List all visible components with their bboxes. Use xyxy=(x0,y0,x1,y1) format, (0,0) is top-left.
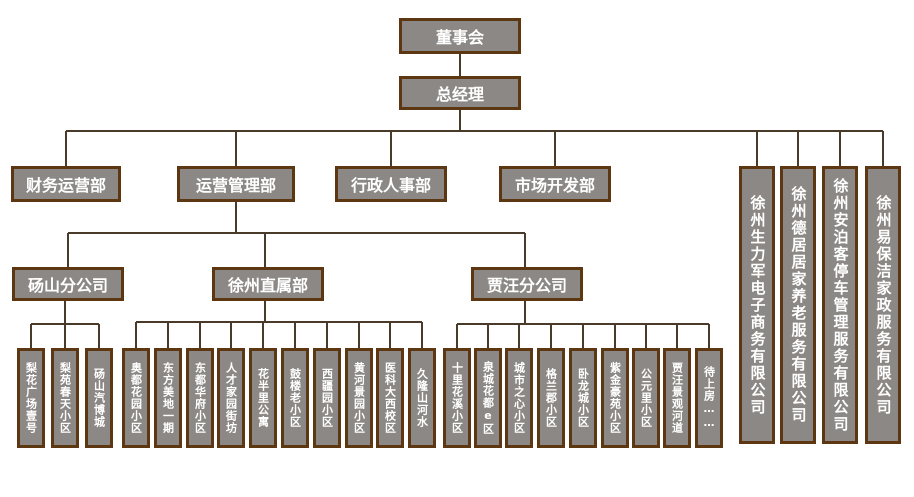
site-node: 泉城花都e区 xyxy=(474,348,502,448)
site-label: 东都华府小区 xyxy=(193,362,207,434)
dept-admin-hr: 行政人事部 xyxy=(335,166,447,202)
general-manager-node: 总经理 xyxy=(399,76,521,110)
site-label: 鼓楼老小区 xyxy=(288,368,302,428)
site-node: 东都华府小区 xyxy=(186,348,214,448)
company-anboke: 徐州安泊客停车管理服务有限公司 xyxy=(822,166,858,444)
company-yibaojie: 徐州易保洁家政服务有限公司 xyxy=(865,166,901,444)
site-label: 贾汪景观河道 xyxy=(670,362,684,434)
site-label: 花半里公寓 xyxy=(256,368,270,428)
site-label: 待上房…… xyxy=(702,366,716,430)
site-node: 花半里公寓 xyxy=(249,348,277,448)
dept-operations: 运营管理部 xyxy=(177,166,295,202)
site-label: 梨花广场壹号 xyxy=(24,362,38,434)
site-label: 东方美地一期 xyxy=(161,362,175,434)
site-label: 奥都花园小区 xyxy=(129,362,143,434)
branch-jiawang: 贾汪分公司 xyxy=(471,267,583,301)
site-node: 东方美地一期 xyxy=(154,348,182,448)
site-node: 西疆园小区 xyxy=(313,348,341,448)
site-label: 卧龙城小区 xyxy=(576,368,590,428)
site-node: 医科大西校区 xyxy=(376,348,404,448)
site-label: 医科大西校区 xyxy=(383,362,397,434)
site-label: 紫金豪苑小区 xyxy=(608,362,622,434)
site-label: 久隆山河水 xyxy=(415,368,429,428)
site-node: 卧龙城小区 xyxy=(569,348,597,448)
site-label: 格兰郡小区 xyxy=(544,368,558,428)
site-node: 砀山汽博城 xyxy=(85,348,113,448)
company-deju: 徐州德居居家养老服务有限公司 xyxy=(780,166,816,444)
site-label: 十里花溪小区 xyxy=(450,362,464,434)
company-shengli: 徐州生力军电子商务有限公司 xyxy=(739,166,775,444)
dept-finance: 财务运营部 xyxy=(11,166,121,202)
branch-dangshan: 砀山分公司 xyxy=(12,267,124,301)
board-node: 董事会 xyxy=(399,18,521,54)
site-label: 黄河景园小区 xyxy=(352,362,366,434)
site-label: 西疆园小区 xyxy=(320,368,334,428)
site-label: 城市之心小区 xyxy=(512,362,526,434)
site-label: 砀山汽博城 xyxy=(92,368,106,428)
site-node: 待上房…… xyxy=(695,348,723,448)
site-node: 城市之心小区 xyxy=(505,348,533,448)
site-node: 黄河景园小区 xyxy=(345,348,373,448)
company-yibaojie-label: 徐州易保洁家政服务有限公司 xyxy=(874,194,893,416)
site-node: 紫金豪苑小区 xyxy=(601,348,629,448)
site-node: 人才家园街坊 xyxy=(217,348,245,448)
site-node: 格兰郡小区 xyxy=(537,348,565,448)
site-node: 公元里小区 xyxy=(632,348,660,448)
site-label: 梨苑春天小区 xyxy=(58,362,72,434)
company-deju-label: 徐州德居居家养老服务有限公司 xyxy=(789,186,808,424)
branch-xuzhou-direct: 徐州直属部 xyxy=(212,267,324,301)
site-node: 梨花广场壹号 xyxy=(17,348,45,448)
site-node: 久隆山河水 xyxy=(408,348,436,448)
dept-market-dev: 市场开发部 xyxy=(499,166,611,202)
site-label: 泉城花都e区 xyxy=(481,361,495,435)
site-node: 奥都花园小区 xyxy=(122,348,150,448)
site-label: 人才家园街坊 xyxy=(224,362,238,434)
site-node: 梨苑春天小区 xyxy=(51,348,79,448)
company-shengli-label: 徐州生力军电子商务有限公司 xyxy=(748,194,767,416)
site-node: 鼓楼老小区 xyxy=(281,348,309,448)
site-label: 公元里小区 xyxy=(639,368,653,428)
site-node: 贾汪景观河道 xyxy=(663,348,691,448)
company-anboke-label: 徐州安泊客停车管理服务有限公司 xyxy=(831,177,850,433)
site-node: 十里花溪小区 xyxy=(443,348,471,448)
